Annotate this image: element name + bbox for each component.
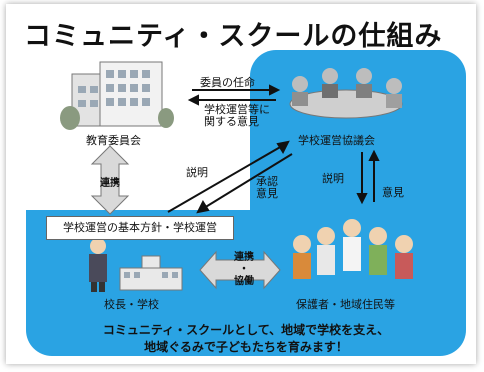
opinion-to-board-arrow: [187, 94, 276, 106]
approve-label: 承認 意見: [256, 176, 278, 200]
principal-label: 校長・学校: [104, 298, 159, 311]
explain-down-arrow: [356, 152, 368, 205]
renkei-label: 連携: [100, 178, 120, 189]
collab-label-line2: ・: [239, 264, 249, 275]
opinion-up-arrow: [368, 149, 380, 202]
collab-label-line3: 協働: [234, 276, 254, 287]
opinion-label: 学校運営等に 関する意見: [204, 104, 270, 128]
board-label: 教育委員会: [86, 134, 141, 147]
collab-label: 連携 ・ 協働: [234, 252, 254, 288]
council-label: 学校運営協議会: [298, 134, 375, 147]
opinion-right-label: 意見: [382, 186, 404, 199]
explain-right-label: 説明: [322, 172, 344, 185]
collab-label-line1: 連携: [234, 252, 254, 263]
renkei-double-arrow: [90, 145, 130, 215]
diagram-title: コミュニティ・スクールの仕組み: [24, 21, 443, 52]
approve-label-line1: 承認: [256, 175, 278, 188]
council-meeting-image: [289, 68, 403, 119]
footer-message: コミュニティ・スクールとして、地域で学校を支え、 地域ぐるみで子どもたちを育みま…: [26, 322, 466, 356]
explain-diagonal-arrow: [167, 140, 290, 213]
footer-line1: コミュニティ・スクールとして、地域で学校を支え、: [102, 323, 390, 337]
appoint-label: 委員の任命: [200, 76, 255, 89]
approve-label-line2: 意見: [256, 187, 278, 200]
guardians-label: 保護者・地域住民等: [296, 298, 395, 311]
policy-box: 学校運営の基本方針・学校運営: [46, 216, 234, 240]
board-building-image: [60, 61, 174, 130]
principal-school-image: [89, 238, 183, 292]
collab-double-arrow: [199, 250, 281, 290]
explain-left-label: 説明: [186, 166, 208, 179]
approve-diagonal-arrow: [196, 153, 293, 214]
opinion-label-line1: 学校運営等に: [204, 103, 270, 116]
guardians-image: [293, 219, 413, 279]
opinion-label-line2: 関する意見: [204, 115, 259, 128]
appoint-arrow: [192, 84, 281, 96]
footer-line2: 地域ぐるみで子どもたちを育みます！: [144, 340, 348, 354]
